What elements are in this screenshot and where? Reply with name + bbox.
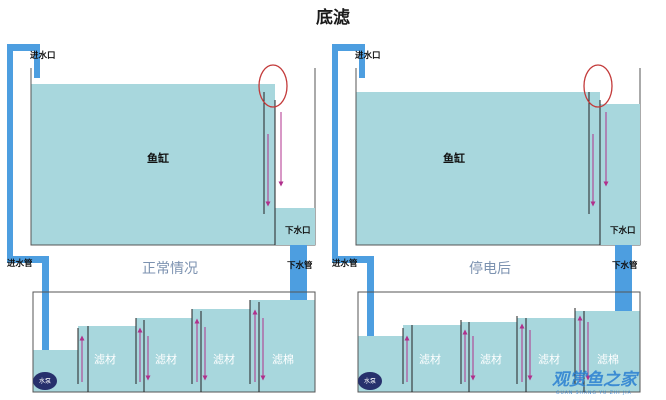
outlet-pipe-label: 下水管	[612, 260, 638, 271]
state-caption: 正常情况	[142, 261, 198, 277]
media-label: 滤材	[538, 352, 560, 366]
sump-water	[517, 318, 575, 392]
watermark-subtext: GUAN SHANG YU ZHI JIA	[556, 390, 632, 396]
outlet-label: 下水口	[610, 225, 636, 236]
inlet-label: 进水口	[355, 50, 381, 61]
inlet-pipe-label: 进水管	[7, 258, 33, 269]
inlet-label: 进水口	[30, 50, 56, 61]
pump-icon	[358, 372, 382, 390]
media-label: 滤棉	[597, 352, 619, 366]
watermark-logo: 观赏鱼之家 GUAN SHANG YU ZHI JIA	[552, 370, 640, 396]
media-label: 滤材	[213, 352, 235, 366]
media-label: 滤棉	[272, 352, 294, 366]
media-label: 滤材	[480, 352, 502, 366]
display-tank: 鱼缸	[355, 64, 641, 246]
sump-tank: 滤材 滤材 滤材 滤棉 水泵	[357, 291, 641, 393]
overflow-water	[275, 208, 315, 245]
sump-tank: 滤材 滤材 滤材 滤棉 水泵	[32, 291, 316, 393]
media-label: 滤材	[94, 352, 116, 366]
inlet-pipe	[332, 44, 374, 352]
media-label: 滤材	[419, 352, 441, 366]
panel-normal: 鱼缸 进水口 进水管 下水口 下水管 正常情况	[7, 44, 316, 393]
highlight-circle	[583, 64, 613, 108]
watermark-text: 观赏鱼之家	[552, 370, 640, 390]
pump-label: 水泵	[364, 377, 376, 385]
state-caption: 停电后	[469, 260, 511, 277]
tank-water	[356, 92, 600, 245]
tank-water	[31, 84, 275, 245]
highlight-circle	[258, 64, 288, 108]
sump-water	[250, 300, 315, 392]
tank-outline	[30, 68, 316, 246]
outlet-pipe-label: 下水管	[287, 260, 313, 271]
inlet-pipe	[7, 44, 49, 352]
outlet-pipe	[290, 245, 307, 311]
sump-water	[461, 322, 517, 392]
diagram-title: 底滤	[316, 7, 350, 28]
sump-water	[192, 309, 250, 392]
sump-water	[136, 318, 192, 392]
panel-power-off: 鱼缸 进水口 进水管 下水口 下水管 停电后	[332, 44, 641, 393]
media-label: 滤材	[155, 352, 177, 366]
sump-outline	[32, 291, 316, 393]
inlet-pipe-label: 进水管	[332, 258, 358, 269]
overflow-water	[600, 104, 640, 245]
pump-label: 水泵	[39, 377, 51, 385]
tank-label: 鱼缸	[147, 151, 169, 165]
display-tank: 鱼缸	[30, 64, 316, 246]
outlet-pipe	[615, 245, 632, 311]
sump-water	[403, 325, 461, 392]
sump-outline	[357, 291, 641, 393]
tank-label: 鱼缸	[443, 151, 465, 165]
outlet-label: 下水口	[285, 225, 311, 236]
pump-icon	[33, 372, 57, 390]
